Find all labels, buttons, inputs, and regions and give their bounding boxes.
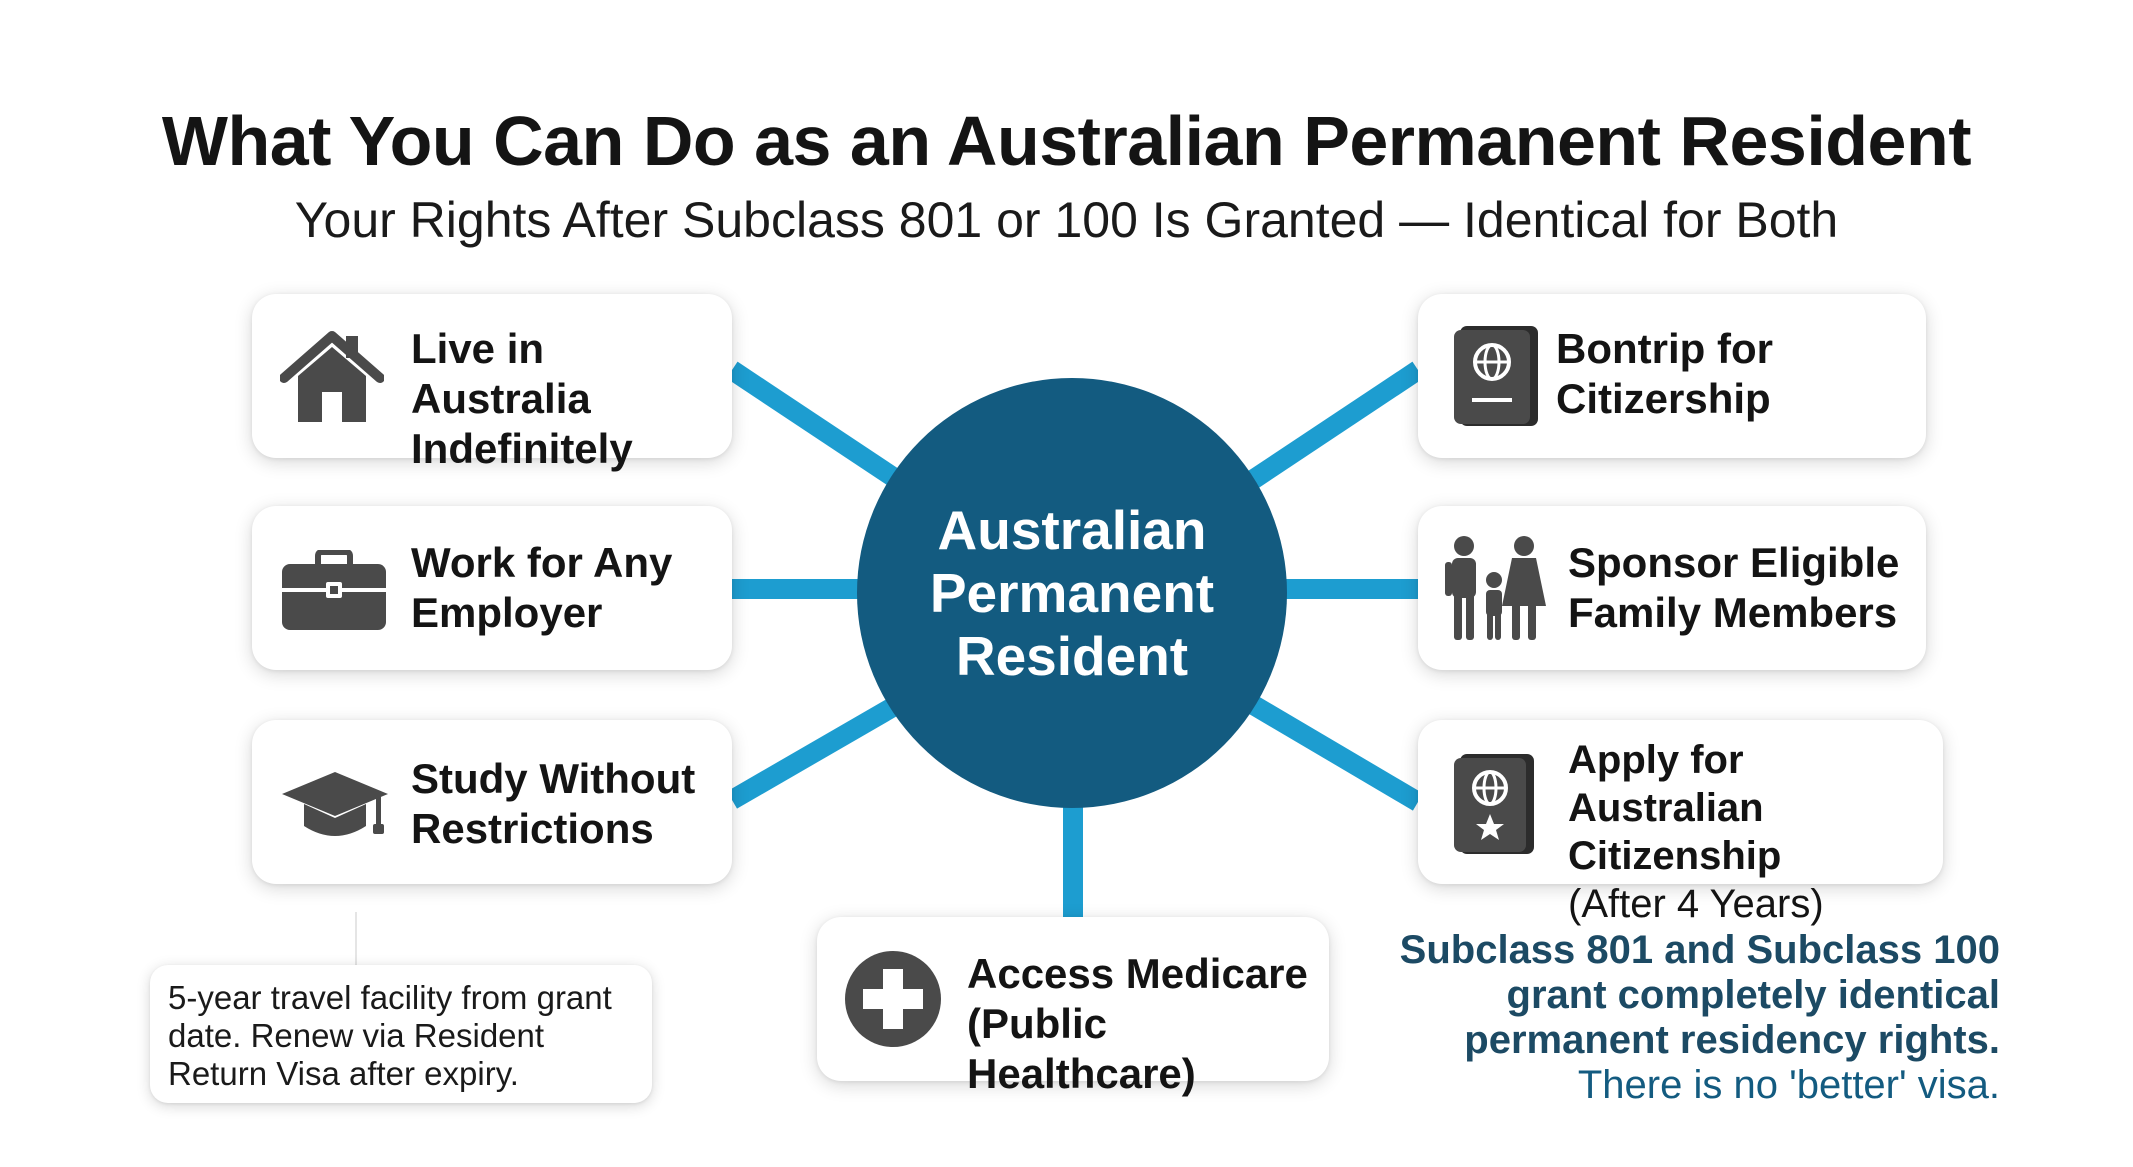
connector-citizenship xyxy=(1239,691,1424,811)
label-study-without-restrictions: Study Without Restrictions xyxy=(411,755,696,852)
house-icon xyxy=(280,331,384,422)
label-sponsor-family: Sponsor Eligible Family Members xyxy=(1568,539,1900,636)
label-bontrip-citizership: Bontrip for Citizership xyxy=(1556,325,1773,422)
briefcase-icon xyxy=(282,550,386,630)
page-subtitle: Your Rights After Subclass 801 or 100 Is… xyxy=(294,192,1839,248)
card-bontrip-citizership: Bontrip for Citizership xyxy=(1418,294,1926,458)
hub-label: Australian Permanent Resident xyxy=(929,498,1215,687)
travel-facility-note-text: 5-year travel facility from grant date. … xyxy=(168,979,612,1092)
page-title: What You Can Do as an Australian Permane… xyxy=(161,102,1972,180)
connector-travel xyxy=(1239,361,1424,494)
identical-rights-footnote: Subclass 801 and Subclass 100 grant comp… xyxy=(1399,928,2000,1107)
card-access-medicare: Access Medicare (Public Healthcare) xyxy=(817,917,1329,1097)
hub-circle: Australian Permanent Resident xyxy=(857,378,1287,808)
passport-icon xyxy=(1454,326,1538,426)
card-work-any-employer: Work for Any Employer xyxy=(252,506,732,670)
label-access-medicare: Access Medicare (Public Healthcare) xyxy=(967,950,1308,1097)
card-apply-citizenship: Apply for Australian Citizenship (After … xyxy=(1418,720,1943,926)
card-sponsor-family: Sponsor Eligible Family Members xyxy=(1418,506,1926,670)
card-live-indefinitely: Live in Australia Indefinitely xyxy=(252,294,732,472)
label-apply-citizenship: Apply for Australian Citizenship (After … xyxy=(1568,736,1943,928)
graduation-cap-icon xyxy=(282,772,388,836)
label-citizenship-timing: (After 4 Years) xyxy=(1568,882,1824,926)
label-live-indefinitely: Live in Australia Indefinitely xyxy=(411,325,633,472)
travel-facility-note: 5-year travel facility from grant date. … xyxy=(150,965,652,1103)
passport-star-icon xyxy=(1454,754,1534,854)
label-work-any-employer: Work for Any Employer xyxy=(411,539,673,636)
medical-cross-icon xyxy=(845,951,941,1047)
connector-study xyxy=(726,691,911,809)
family-icon xyxy=(1445,536,1546,640)
card-study-without-restrictions: Study Without Restrictions xyxy=(252,720,732,884)
connector-live xyxy=(726,361,911,494)
